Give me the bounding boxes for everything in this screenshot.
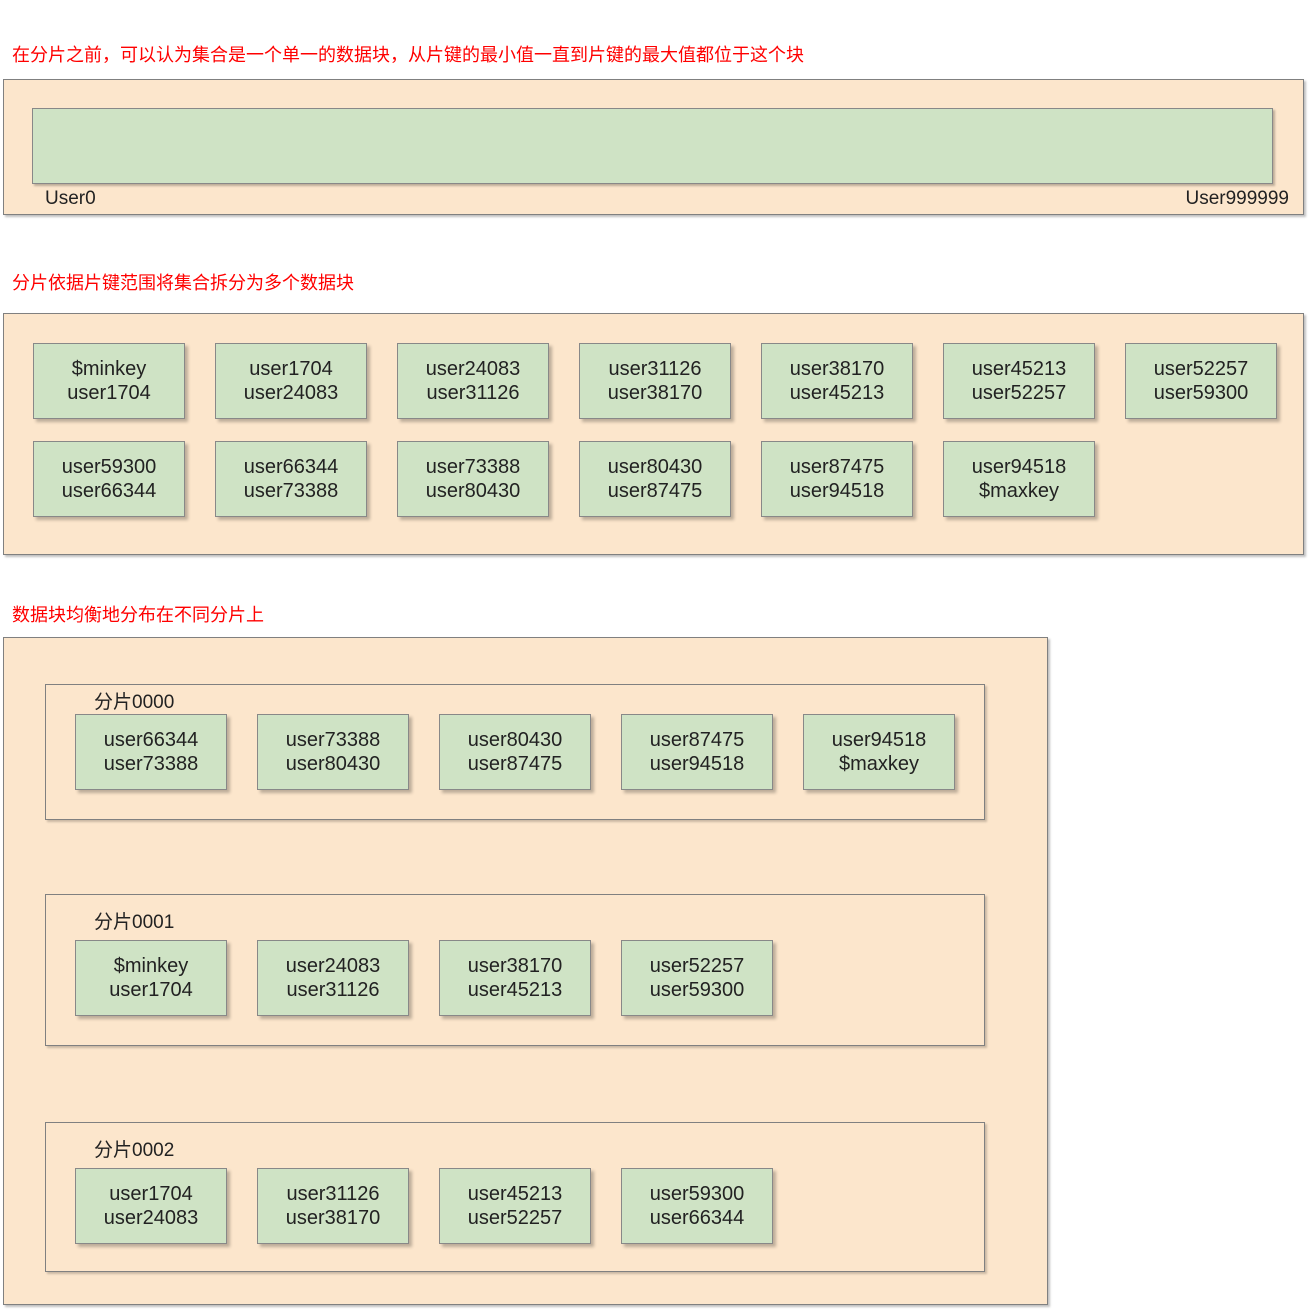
chunk-range-start: user80430 xyxy=(607,456,703,478)
chunk-range-start: user52257 xyxy=(649,955,745,977)
chunk-box: user94518$maxkey xyxy=(803,714,955,790)
chunk-range-end: user1704 xyxy=(67,382,151,404)
range-end-label: User999999 xyxy=(1185,188,1289,209)
single-chunk-bar xyxy=(32,108,1273,184)
chunk-range-end: user45213 xyxy=(789,382,885,404)
shard-label: 分片0001 xyxy=(94,912,175,933)
shard-label: 分片0000 xyxy=(94,692,175,713)
chunk-range-start: user59300 xyxy=(649,1183,745,1205)
chunk-range-start: user94518 xyxy=(831,729,927,751)
single-chunk-panel: User0 User999999 xyxy=(3,79,1304,215)
chunk-range-end: user31126 xyxy=(426,382,520,404)
chunk-range-end: user38170 xyxy=(607,382,703,404)
chunk-range-start: user31126 xyxy=(286,1183,380,1205)
chunk-range-end: user59300 xyxy=(1153,382,1249,404)
chunk-range-end: user31126 xyxy=(286,979,380,1001)
section1-heading: 在分片之前，可以认为集合是一个单一的数据块，从片键的最小值一直到片键的最大值都位… xyxy=(12,45,804,66)
chunk-box: user94518$maxkey xyxy=(943,441,1095,517)
chunk-range-end: user1704 xyxy=(109,979,193,1001)
chunk-range-start: user38170 xyxy=(789,358,885,380)
chunk-range-end: user24083 xyxy=(103,1207,199,1229)
chunk-range-start: user45213 xyxy=(467,1183,563,1205)
chunk-range-start: user1704 xyxy=(109,1183,193,1205)
chunk-range-start: user66344 xyxy=(243,456,339,478)
chunk-range-end: user94518 xyxy=(789,480,885,502)
chunk-range-end: user80430 xyxy=(285,753,381,775)
shard-label: 分片0002 xyxy=(94,1140,175,1161)
chunk-range-start: user52257 xyxy=(1153,358,1249,380)
chunk-range-end: user45213 xyxy=(467,979,563,1001)
chunk-range-start: user38170 xyxy=(467,955,563,977)
chunk-range-start: $minkey xyxy=(71,358,147,380)
section2-heading: 分片依据片键范围将集合拆分为多个数据块 xyxy=(12,273,354,294)
chunk-range-start: user66344 xyxy=(103,729,199,751)
chunk-range-start: user24083 xyxy=(425,358,521,380)
chunk-range-end: user24083 xyxy=(243,382,339,404)
chunk-range-end: $maxkey xyxy=(838,753,920,775)
section3-heading: 数据块均衡地分布在不同分片上 xyxy=(12,605,264,626)
chunk-range-end: user94518 xyxy=(649,753,745,775)
chunk-range-end: user66344 xyxy=(61,480,157,502)
range-start-label: User0 xyxy=(45,188,96,209)
chunk-range-start: user1704 xyxy=(249,358,333,380)
chunk-range-end: user59300 xyxy=(649,979,745,1001)
chunk-range-start: user73388 xyxy=(285,729,381,751)
chunk-range-start: user87475 xyxy=(789,456,885,478)
chunk-range-start: $minkey xyxy=(113,955,189,977)
chunk-range-start: user73388 xyxy=(425,456,521,478)
chunk-range-end: user87475 xyxy=(467,753,563,775)
chunk-range-end: user87475 xyxy=(607,480,703,502)
chunk-range-end: user73388 xyxy=(243,480,339,502)
chunk-range-start: user80430 xyxy=(467,729,563,751)
chunk-range-end: user73388 xyxy=(103,753,199,775)
chunk-range-end: user80430 xyxy=(425,480,521,502)
chunk-range-end: user52257 xyxy=(467,1207,563,1229)
chunk-range-end: user52257 xyxy=(971,382,1067,404)
chunk-range-end: user66344 xyxy=(649,1207,745,1229)
chunk-range-start: user59300 xyxy=(61,456,157,478)
chunk-range-start: user87475 xyxy=(649,729,745,751)
chunk-range-start: user24083 xyxy=(285,955,381,977)
chunk-range-start: user94518 xyxy=(971,456,1067,478)
chunk-range-start: user31126 xyxy=(608,358,702,380)
chunk-range-end: user38170 xyxy=(285,1207,381,1229)
chunk-range-end: $maxkey xyxy=(978,480,1060,502)
chunk-range-start: user45213 xyxy=(971,358,1067,380)
